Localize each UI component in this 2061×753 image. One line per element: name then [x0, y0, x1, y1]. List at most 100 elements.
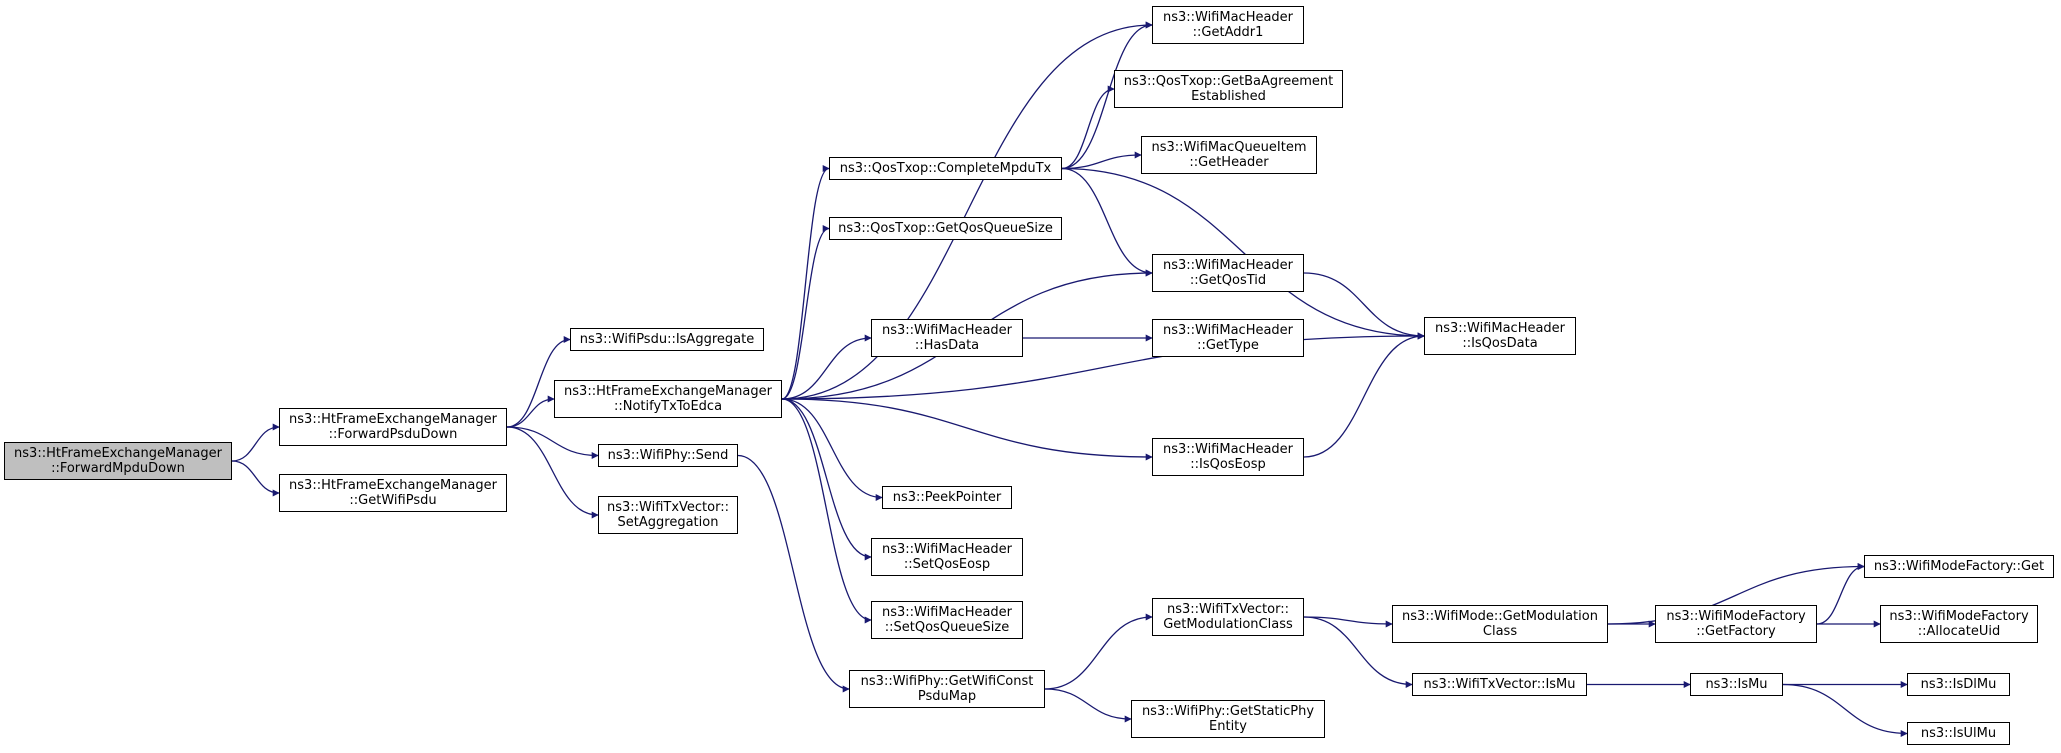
- node-mac-header-set-qos-eosp[interactable]: ns3::WifiMacHeader ::SetQosEosp: [871, 538, 1023, 576]
- node-label: ns3::WifiMacHeader: [1162, 442, 1294, 457]
- node-label: ns3::WifiPsdu::IsAggregate: [579, 332, 755, 347]
- edge-complete_mpdu_tx-to-get_ba_agreement: [1061, 85, 1115, 170]
- node-label: ns3::IsDlMu: [1920, 677, 1997, 692]
- node-tx-vector-set-aggregation[interactable]: ns3::WifiTxVector:: SetAggregation: [598, 496, 738, 534]
- edge-wifi_phy_send-to-get_wifi_const_psdu_map: [737, 454, 850, 693]
- node-label: ::ForwardPsduDown: [328, 427, 458, 442]
- edge-get_factory-to-mode_factory_get: [1816, 563, 1865, 625]
- node-label: ns3::HtFrameExchangeManager: [564, 384, 772, 399]
- node-label: ns3::WifiMacHeader: [1162, 258, 1294, 273]
- edge-get_modulation_class_tx-to-tx_vector_is_mu: [1303, 616, 1413, 688]
- node-is-ul-mu[interactable]: ns3::IsUlMu: [1907, 722, 2010, 745]
- node-label: ::GetFactory: [1696, 624, 1776, 639]
- node-label: GetModulationClass: [1163, 617, 1293, 632]
- node-label: ns3::WifiMacHeader: [881, 542, 1013, 557]
- node-label: ns3::WifiMacHeader: [881, 605, 1013, 620]
- node-label: ns3::HtFrameExchangeManager: [289, 478, 497, 493]
- node-ht-notify-tx-to-edca[interactable]: ns3::HtFrameExchangeManager ::NotifyTxTo…: [554, 380, 782, 418]
- node-mac-header-get-qos-tid[interactable]: ns3::WifiMacHeader ::GetQosTid: [1152, 254, 1304, 292]
- node-label: ns3::WifiModeFactory::Get: [1873, 559, 2045, 574]
- node-label: ::HasData: [914, 338, 980, 353]
- node-label: ns3::WifiMacHeader: [881, 323, 1013, 338]
- node-label: ns3::WifiTxVector::IsMu: [1423, 677, 1576, 692]
- edge-get_qos_tid-to-is_qos_data: [1303, 272, 1425, 340]
- node-label: ns3::IsUlMu: [1920, 726, 1997, 741]
- edge-complete_mpdu_tx-to-is_qos_data: [1061, 167, 1425, 340]
- node-label: ::SetQosQueueSize: [884, 620, 1010, 635]
- node-label: ns3::WifiModeFactory: [1666, 609, 1806, 624]
- node-label: Entity: [1209, 719, 1247, 734]
- node-label: Established: [1191, 89, 1266, 104]
- node-qos-txop-complete-mpdu-tx[interactable]: ns3::QosTxop::CompleteMpduTx: [829, 157, 1062, 180]
- node-label: ::AllocateUid: [1917, 624, 2001, 639]
- node-mode-factory-get[interactable]: ns3::WifiModeFactory::Get: [1864, 555, 2054, 578]
- node-mac-header-is-qos-eosp[interactable]: ns3::WifiMacHeader ::IsQosEosp: [1152, 438, 1304, 476]
- edge-is_mu-to-is_ul_mu: [1782, 683, 1908, 737]
- node-label: ::GetQosTid: [1189, 273, 1267, 288]
- node-mac-header-get-addr1[interactable]: ns3::WifiMacHeader ::GetAddr1: [1152, 6, 1304, 44]
- node-mac-header-set-qos-queue-size[interactable]: ns3::WifiMacHeader ::SetQosQueueSize: [871, 601, 1023, 639]
- node-label: Class: [1482, 624, 1518, 639]
- node-label: ::GetWifiPsdu: [349, 493, 437, 508]
- edge-notify_tx_to_edca-to-is_qos_eosp: [781, 398, 1153, 461]
- node-label: ns3::IsMu: [1705, 677, 1768, 692]
- node-label: ns3::QosTxop::GetBaAgreement: [1123, 74, 1334, 89]
- node-ht-get-wifi-psdu[interactable]: ns3::HtFrameExchangeManager ::GetWifiPsd…: [279, 474, 507, 512]
- edge-root-to-forward_psdu_down: [231, 423, 280, 462]
- node-mac-header-is-qos-data[interactable]: ns3::WifiMacHeader ::IsQosData: [1424, 317, 1576, 355]
- edge-notify_tx_to_edca-to-set_qos_eosp: [781, 398, 872, 561]
- node-mac-header-has-data[interactable]: ns3::WifiMacHeader ::HasData: [871, 319, 1023, 357]
- edge-forward_psdu_down-to-notify_tx_to_edca: [506, 395, 555, 428]
- node-mac-header-get-type[interactable]: ns3::WifiMacHeader ::GetType: [1152, 319, 1304, 357]
- node-label: ns3::QosTxop::CompleteMpduTx: [839, 161, 1052, 176]
- node-label: ns3::WifiTxVector::: [606, 500, 729, 515]
- edge-complete_mpdu_tx-to-get_qos_tid: [1061, 167, 1153, 277]
- node-label: ::ForwardMpduDown: [51, 461, 185, 476]
- node-label: ::NotifyTxToEdca: [613, 399, 723, 414]
- node-label: ::GetAddr1: [1192, 25, 1264, 40]
- node-is-mu[interactable]: ns3::IsMu: [1690, 673, 1783, 696]
- node-label: ::GetType: [1197, 338, 1259, 353]
- edge-notify_tx_to_edca-to-get_addr1: [781, 21, 1153, 400]
- node-tx-vector-get-modulation-class[interactable]: ns3::WifiTxVector:: GetModulationClass: [1152, 598, 1304, 636]
- node-qos-txop-get-qos-queue-size[interactable]: ns3::QosTxop::GetQosQueueSize: [829, 217, 1062, 240]
- edge-forward_psdu_down-to-set_aggregation: [506, 426, 599, 519]
- node-phy-get-static-phy-entity[interactable]: ns3::WifiPhy::GetStaticPhy Entity: [1131, 700, 1325, 738]
- node-phy-get-wifi-const-psdu-map[interactable]: ns3::WifiPhy::GetWifiConst PsduMap: [849, 670, 1045, 708]
- node-label: ns3::WifiModeFactory: [1889, 609, 2029, 624]
- edge-notify_tx_to_edca-to-complete_mpdu_tx: [781, 165, 830, 400]
- node-queue-item-get-header[interactable]: ns3::WifiMacQueueItem ::GetHeader: [1141, 136, 1317, 174]
- node-label: ns3::WifiMacHeader: [1162, 10, 1294, 25]
- node-wifi-phy-send[interactable]: ns3::WifiPhy::Send: [598, 444, 738, 467]
- node-qos-txop-get-ba-agreement[interactable]: ns3::QosTxop::GetBaAgreement Established: [1114, 70, 1343, 108]
- node-label: ::SetQosEosp: [903, 557, 991, 572]
- node-ht-forward-psdu-down[interactable]: ns3::HtFrameExchangeManager ::ForwardPsd…: [279, 408, 507, 446]
- node-label: ns3::HtFrameExchangeManager: [14, 446, 222, 461]
- node-label: ns3::QosTxop::GetQosQueueSize: [838, 221, 1053, 236]
- node-wifi-psdu-is-aggregate[interactable]: ns3::WifiPsdu::IsAggregate: [570, 328, 764, 351]
- edge-root-to-get_wifi_psdu: [231, 460, 280, 497]
- edge-get_wifi_const_psdu_map-to-get_static_phy_entity: [1044, 688, 1132, 723]
- edge-forward_psdu_down-to-is_aggregate: [506, 336, 571, 428]
- edge-get_modulation_class_tx-to-mode_get_modulation_class: [1303, 616, 1393, 628]
- node-label: ns3::PeekPointer: [892, 490, 1002, 505]
- node-is-dl-mu[interactable]: ns3::IsDlMu: [1907, 673, 2010, 696]
- node-label: ns3::WifiPhy::GetWifiConst: [860, 674, 1034, 689]
- edge-notify_tx_to_edca-to-set_qos_queue_size: [781, 398, 872, 624]
- node-peek-pointer[interactable]: ns3::PeekPointer: [882, 486, 1012, 509]
- node-mode-factory-get-factory[interactable]: ns3::WifiModeFactory ::GetFactory: [1655, 605, 1817, 643]
- node-mode-get-modulation-class[interactable]: ns3::WifiMode::GetModulation Class: [1392, 605, 1608, 643]
- node-ht-forward-mpdu-down: ns3::HtFrameExchangeManager ::ForwardMpd…: [4, 442, 232, 480]
- node-label: ::IsQosEosp: [1190, 457, 1266, 472]
- node-label: ::GetHeader: [1189, 155, 1269, 170]
- node-label: ns3::WifiPhy::GetStaticPhy: [1141, 704, 1315, 719]
- edge-is_qos_eosp-to-is_qos_data: [1303, 332, 1425, 458]
- node-label: ns3::WifiMacHeader: [1434, 321, 1566, 336]
- edge-complete_mpdu_tx-to-get_addr1: [1061, 21, 1153, 170]
- node-label: SetAggregation: [617, 515, 719, 530]
- node-label: ::IsQosData: [1462, 336, 1538, 351]
- node-label: ns3::WifiPhy::Send: [607, 448, 729, 463]
- node-tx-vector-is-mu[interactable]: ns3::WifiTxVector::IsMu: [1412, 673, 1587, 696]
- node-mode-factory-allocate-uid[interactable]: ns3::WifiModeFactory ::AllocateUid: [1880, 605, 2038, 643]
- node-label: ns3::HtFrameExchangeManager: [289, 412, 497, 427]
